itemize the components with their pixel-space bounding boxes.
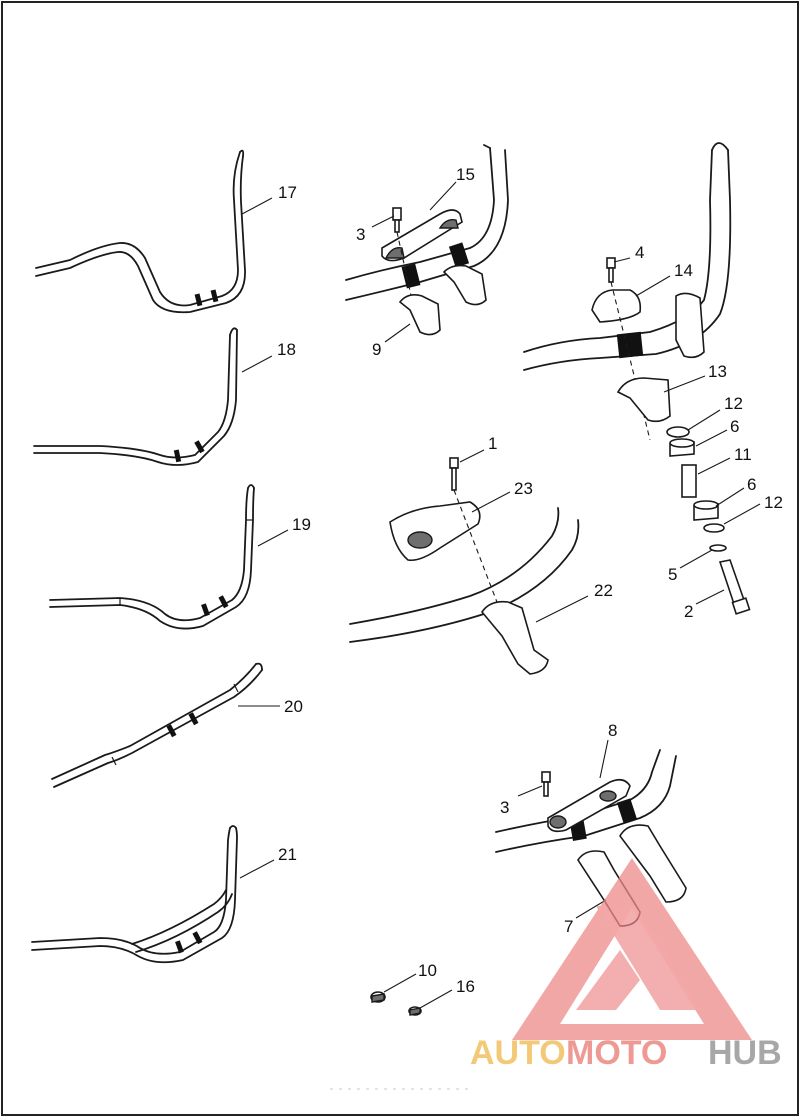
riser-assembly-top-middle	[345, 144, 509, 336]
label-13: 13	[708, 362, 727, 381]
label-11: 11	[734, 445, 752, 464]
label-12-bottom: 12	[764, 493, 783, 512]
handlebar-20	[51, 662, 263, 788]
label-18: 18	[277, 340, 296, 359]
label-15: 15	[456, 165, 475, 184]
label-2: 2	[684, 602, 693, 621]
label-22: 22	[594, 581, 613, 600]
label-12-top: 12	[724, 394, 743, 413]
label-16: 16	[456, 977, 475, 996]
label-8: 8	[608, 721, 617, 740]
watermark-triangle	[512, 858, 752, 1040]
label-3-bottom: 3	[500, 798, 509, 817]
label-17: 17	[278, 183, 297, 202]
label-6-bottom: 6	[747, 475, 756, 494]
label-21: 21	[278, 845, 297, 864]
handlebar-21	[31, 825, 238, 964]
label-19: 19	[292, 515, 311, 534]
callout-labels: 17 18 19 20 21 15 3 9 4 14 13 12 6 11 6 …	[277, 165, 783, 996]
watermark-text-hub: HUB	[708, 1034, 782, 1072]
label-3-top: 3	[356, 225, 365, 244]
watermark-text-moto: MOTO	[566, 1034, 667, 1072]
handlebar-19	[49, 484, 255, 630]
label-10: 10	[418, 961, 437, 980]
label-23: 23	[514, 479, 533, 498]
handlebar-17	[35, 149, 246, 314]
label-5: 5	[668, 565, 677, 584]
handlebar-18	[33, 327, 238, 466]
label-1: 1	[488, 434, 497, 453]
riser-assembly-top-right	[523, 142, 751, 615]
watermark-logo: AUTO MOTO HUB	[470, 858, 782, 1072]
label-4: 4	[635, 243, 644, 262]
label-7: 7	[564, 917, 573, 936]
label-6-top: 6	[730, 417, 739, 436]
leader-lines	[238, 181, 761, 1009]
label-14: 14	[674, 261, 693, 280]
label-20: 20	[284, 697, 303, 716]
riser-assembly-center	[349, 457, 580, 675]
clip-16	[408, 1006, 422, 1016]
clip-10	[370, 991, 386, 1003]
watermark-text-auto: AUTO	[470, 1034, 566, 1072]
label-9: 9	[372, 340, 381, 359]
